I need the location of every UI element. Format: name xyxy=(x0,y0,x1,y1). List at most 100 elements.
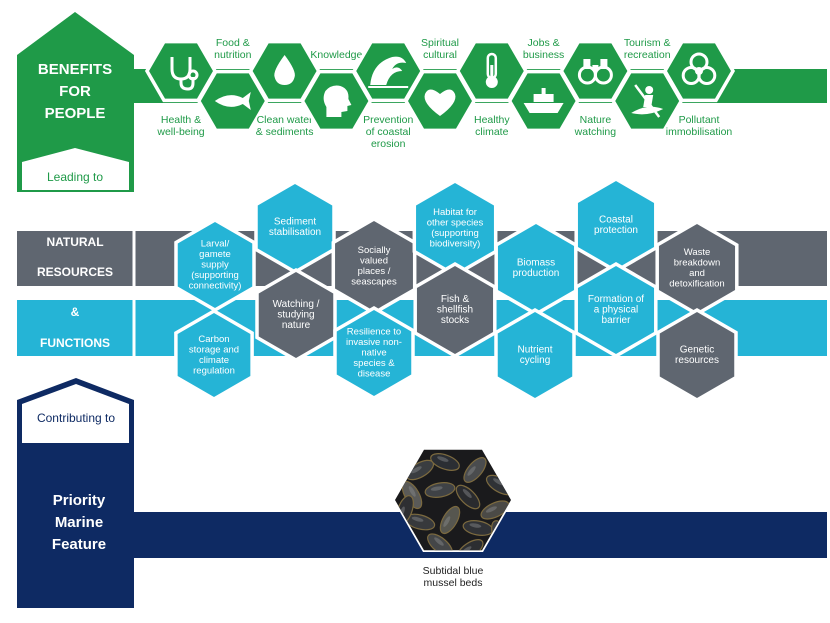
stethoscope-bell xyxy=(187,69,199,81)
benefit-label: Tourism & xyxy=(624,37,671,49)
natural-resources: RESOURCES xyxy=(37,265,113,279)
function-label: (supporting xyxy=(431,228,479,239)
leading-to-label: Leading to xyxy=(47,170,103,184)
kayak-icon xyxy=(631,84,664,118)
function-label: Fish & xyxy=(441,294,470,305)
function-label: shellfish xyxy=(437,305,473,316)
function-label: regulation xyxy=(193,365,235,376)
function-hex xyxy=(255,267,337,363)
function-label: Genetic xyxy=(680,344,714,355)
function-label: cycling xyxy=(520,355,551,366)
wave-shape xyxy=(370,56,407,85)
mussel-shell xyxy=(424,482,456,498)
natural-amp: & xyxy=(71,305,80,319)
function-label: Carbon xyxy=(198,334,229,345)
benefit-label: watching xyxy=(574,126,617,138)
function-label: Socially xyxy=(358,245,391,256)
benefit-label: Nature xyxy=(580,114,612,126)
benefit-label: nutrition xyxy=(214,49,252,61)
function-label: Formation of xyxy=(588,294,644,305)
function-label: connectivity) xyxy=(189,281,242,292)
heart-icon xyxy=(424,89,456,116)
biohazard-icon xyxy=(681,52,717,85)
function-label: gamete xyxy=(199,249,231,260)
function-hex xyxy=(413,261,497,359)
boat-cabin xyxy=(533,94,554,102)
biohazard-ring xyxy=(681,66,701,85)
benefit-label: Spiritual xyxy=(421,37,459,49)
mussel-highlight xyxy=(437,456,449,462)
kayak-hull xyxy=(631,106,664,115)
thermo-bulb xyxy=(485,76,498,88)
function-label: nature xyxy=(282,320,311,331)
kayak-paddle xyxy=(634,84,661,118)
function-label: valued xyxy=(360,255,388,266)
function-label: and xyxy=(689,268,705,279)
function-label: detoxification xyxy=(669,278,724,289)
function-hex xyxy=(494,307,576,403)
function-label: Habitat for xyxy=(433,207,477,218)
binoculars-icon xyxy=(577,59,613,85)
function-label: resources xyxy=(675,355,719,366)
function-label: supply xyxy=(201,260,229,271)
function-label: Sediment xyxy=(274,216,316,227)
function-label: barrier xyxy=(602,315,632,326)
thermo-level xyxy=(490,65,494,79)
mussel-shell xyxy=(439,505,461,535)
benefit-label: immobilisation xyxy=(666,126,733,138)
mussel-shell xyxy=(463,457,487,483)
head-shape xyxy=(323,85,352,117)
priority-title: Feature xyxy=(52,536,106,553)
function-label: (supporting xyxy=(191,270,239,281)
mussel-shell xyxy=(456,539,484,551)
function-label: Coastal xyxy=(599,214,633,225)
kayaker-head xyxy=(645,86,654,94)
function-label: places / xyxy=(358,266,391,277)
mussel-shell xyxy=(480,500,510,520)
function-label: Watching / xyxy=(273,299,320,310)
function-label: Waste xyxy=(684,247,711,258)
benefits-panel xyxy=(17,12,134,192)
function-label: species & xyxy=(353,358,395,369)
function-label: storage and xyxy=(189,344,239,355)
function-label: stocks xyxy=(441,315,469,326)
benefit-label: business xyxy=(523,49,564,61)
priority-title: Marine xyxy=(55,514,103,531)
thermometer-icon xyxy=(485,52,498,88)
mussel-shell xyxy=(455,484,481,510)
mussel-highlight xyxy=(461,546,472,551)
mussel-highlight xyxy=(493,478,504,486)
function-label: a physical xyxy=(594,305,638,316)
benefit-label: cultural xyxy=(423,49,457,61)
benefit-label: Health & xyxy=(161,114,201,126)
binocular-bridge xyxy=(592,65,599,71)
benefit-label: Knowledge xyxy=(310,49,362,61)
benefit-label: well-being xyxy=(156,126,204,138)
wave-icon xyxy=(368,56,409,88)
benefit-label: Food & xyxy=(216,37,250,49)
benefit-label: & sediments xyxy=(256,126,314,138)
head-icon xyxy=(323,85,352,117)
mussel-highlight xyxy=(467,466,476,476)
benefit-label: Prevention xyxy=(363,114,413,126)
drop-shape xyxy=(274,55,295,85)
boat-funnel xyxy=(541,88,546,94)
stethoscope-icon xyxy=(170,57,199,91)
benefits-title: PEOPLE xyxy=(45,105,106,122)
mussel-shell xyxy=(430,453,460,471)
fish-icon xyxy=(214,92,251,110)
mussel-highlight xyxy=(469,523,482,528)
benefit-label: erosion xyxy=(371,138,406,150)
function-label: seascapes xyxy=(351,276,397,287)
benefit-label: climate xyxy=(475,126,508,138)
function-hex xyxy=(656,307,738,403)
mussel-highlight xyxy=(485,506,497,513)
benefit-label: recreation xyxy=(624,49,671,61)
boat-hull xyxy=(523,103,564,113)
priority-panel xyxy=(17,420,134,608)
function-hex xyxy=(174,308,254,402)
natural-functions: FUNCTIONS xyxy=(40,336,110,350)
function-label: stabilisation xyxy=(269,227,321,238)
leading-to-box xyxy=(22,148,129,190)
